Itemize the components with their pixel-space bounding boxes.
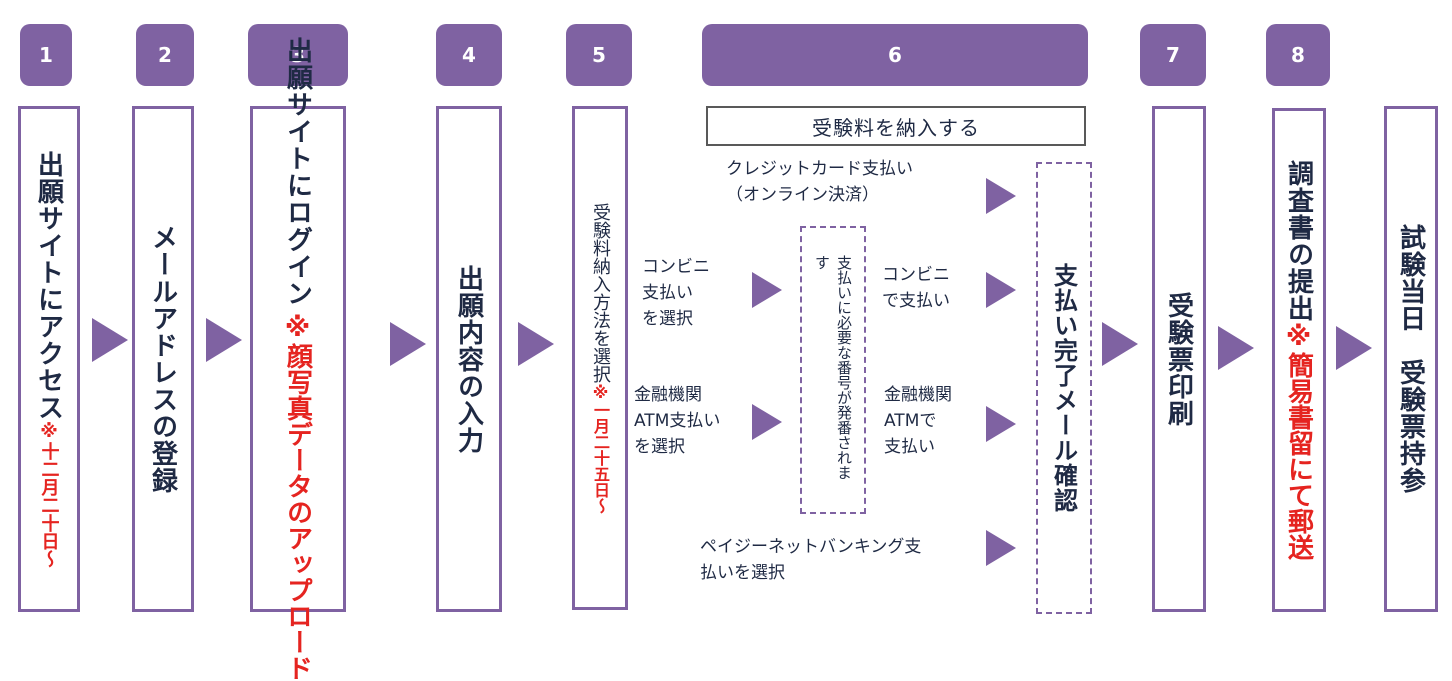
step-tab-3: 3 (248, 24, 348, 86)
conv-pay-label: コンビニ で支払い (882, 262, 950, 314)
arrow-conv-pay (986, 272, 1016, 308)
conv-select-label: コンビニ 支払い を選択 (642, 254, 710, 332)
step-tab-label: 6 (888, 43, 902, 67)
step6-header: 受験料を納入する (706, 106, 1086, 146)
step-tab-label: 7 (1166, 43, 1180, 67)
arrow-4-5 (518, 322, 554, 366)
step8-text: 調査書の提出※簡易書留にて郵送 (1281, 160, 1318, 560)
step9-main: 試験当日 受験票持参 (1395, 224, 1426, 494)
step-tab-label: 5 (592, 43, 606, 67)
step-tab-label: 3 (291, 43, 305, 67)
step2-box: メールアドレスの登録 (132, 106, 194, 612)
step-tab-label: 4 (462, 43, 476, 67)
step-tab-8: 8 (1266, 24, 1330, 86)
arrow-8-9 (1336, 326, 1372, 370)
credit-line-1: クレジットカード支払い (726, 159, 913, 179)
step8-box: 調査書の提出※簡易書留にて郵送 (1272, 108, 1326, 612)
step-tab-label: 8 (1291, 43, 1305, 67)
arrow-3-4 (390, 322, 426, 366)
step-tab-label: 1 (39, 43, 53, 67)
payeasy-line-1: ペイジーネットバンキング支 (700, 537, 922, 557)
arrow-atm-select (752, 404, 782, 440)
credit-line-2: （オンライン決済） (726, 185, 879, 205)
step7-box: 受験票印刷 (1152, 106, 1206, 612)
conv-pay-line-1: コンビニ (882, 265, 950, 285)
atm-pay-line-1: 金融機関 (884, 385, 952, 405)
step2-main: メールアドレスの登録 (147, 224, 178, 494)
step5-note: ※一月二十五日～ (591, 382, 610, 514)
arrow-2-3 (206, 318, 242, 362)
number-issued-box: 支払いに必要な番号が発番されます (800, 226, 866, 514)
atm-select-line-2: ATM支払い (634, 411, 721, 431)
conv-pay-line-2: で支払い (882, 291, 950, 311)
step1-box: 出願サイトにアクセス※十二月二十日～ (18, 106, 80, 612)
arrow-6-7 (1102, 322, 1138, 366)
atm-pay-label: 金融機関 ATMで 支払い (884, 382, 952, 460)
number-issued-text: 支払いに必要な番号が発番されます (813, 255, 853, 480)
step4-box: 出願内容の入力 (436, 106, 502, 612)
step3-note: ※顔写真データのアップロード (282, 313, 313, 681)
step6-header-label: 受験料を納入する (812, 115, 980, 140)
step3-main: 出願サイトにログイン (282, 37, 313, 307)
conv-select-line-3: を選択 (642, 309, 693, 329)
credit-label: クレジットカード支払い （オンライン決済） (726, 156, 913, 208)
payeasy-line-2: 払いを選択 (700, 563, 785, 583)
step1-note: ※十二月二十日～ (38, 420, 60, 568)
step-tab-7: 7 (1140, 24, 1206, 86)
payment-complete-box: 支払い完了メール確認 (1036, 162, 1092, 614)
step1-text: 出願サイトにアクセス※十二月二十日～ (31, 151, 68, 568)
step3-box: 出願サイトにログイン ※顔写真データのアップロード (250, 37, 346, 681)
atm-select-line-1: 金融機関 (634, 385, 702, 405)
conv-select-line-1: コンビニ (642, 257, 710, 277)
arrow-payeasy (986, 530, 1016, 566)
step3-text: 出願サイトにログイン ※顔写真データのアップロード (280, 37, 317, 681)
step4-main: 出願内容の入力 (453, 264, 484, 454)
arrow-credit (986, 178, 1016, 214)
payment-complete-text: 支払い完了メール確認 (1049, 263, 1078, 513)
arrow-conv-select (752, 272, 782, 308)
atm-select-line-3: を選択 (634, 437, 685, 457)
step1-main: 出願サイトにアクセス (33, 150, 64, 421)
step-tab-5: 5 (566, 24, 632, 86)
step-tab-label: 2 (158, 43, 172, 67)
step-tab-1: 1 (20, 24, 72, 86)
step7-main: 受験票印刷 (1163, 291, 1194, 427)
conv-select-line-2: 支払い (642, 283, 693, 303)
payeasy-label: ペイジーネットバンキング支 払いを選択 (700, 534, 921, 586)
step5-text: 受験料納入方法を選択※一月二十五日～ (587, 203, 613, 514)
step8-main: 調査書の提出 (1283, 160, 1314, 322)
step8-note: ※簡易書留にて郵送 (1283, 322, 1314, 560)
step9-box: 試験当日 受験票持参 (1384, 106, 1438, 612)
arrow-7-8 (1218, 326, 1254, 370)
atm-pay-line-2: ATMで (884, 411, 937, 431)
arrow-atm-pay (986, 406, 1016, 442)
step-tab-4: 4 (436, 24, 502, 86)
step5-main: 受験料納入方法を選択 (590, 202, 611, 383)
atm-select-label: 金融機関 ATM支払い を選択 (634, 382, 720, 460)
step5-box: 受験料納入方法を選択※一月二十五日～ (572, 106, 628, 610)
step-tab-2: 2 (136, 24, 194, 86)
atm-pay-line-3: 支払い (884, 437, 935, 457)
arrow-1-2 (92, 318, 128, 362)
step-tab-6: 6 (702, 24, 1088, 86)
